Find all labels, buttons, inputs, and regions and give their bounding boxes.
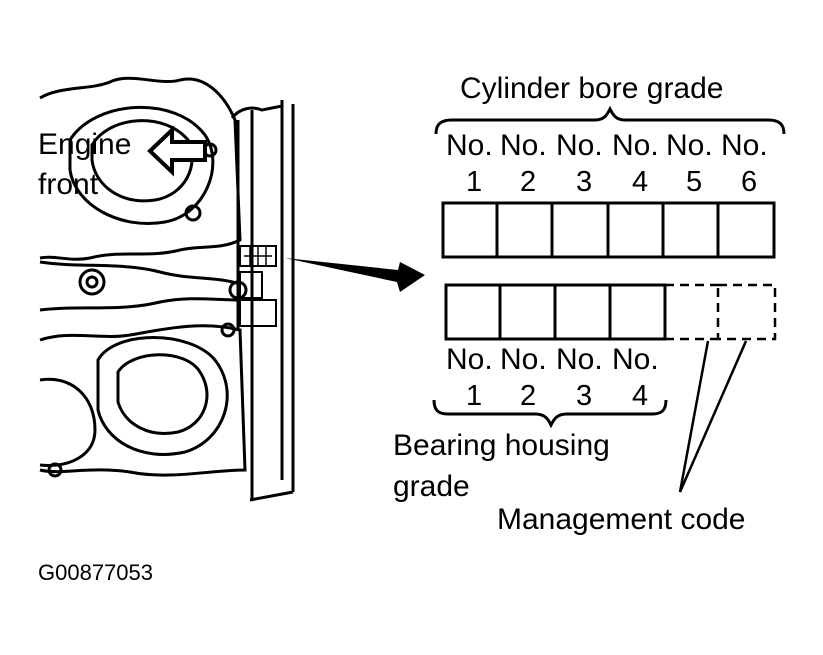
bearing-grade-box-1 [444, 283, 502, 341]
bearing-grade-no-label: No. [612, 343, 659, 376]
bearing-grade-box-4 [608, 283, 667, 341]
cylinder-bore-brace [434, 105, 786, 135]
engine-front-arrow [147, 125, 207, 177]
bearing-housing-grade-title-line-2: grade [393, 470, 470, 503]
engine-label-line-1: Engine [38, 128, 132, 161]
bore-grade-number-4: 4 [632, 166, 649, 198]
bearing-grade-no-label: No. [500, 343, 547, 376]
management-code-leaders [678, 340, 748, 493]
bearing-grade-number-2: 2 [520, 380, 537, 412]
bore-grade-box-2 [495, 201, 554, 259]
bearing-housing-grade-boxes [444, 283, 667, 341]
management-code-box-1 [665, 283, 718, 341]
bearing-grade-number-3: 3 [576, 380, 593, 412]
bore-grade-no-label: No. [612, 129, 659, 162]
bore-grade-no-label: No. [446, 129, 493, 162]
figure-id: G00877053 [38, 560, 153, 585]
management-code-label: Management code [497, 503, 746, 536]
bearing-grade-no-label: No. [446, 343, 493, 376]
bore-grade-number-3: 3 [576, 166, 593, 198]
bore-grade-number-1: 1 [466, 166, 483, 198]
management-code-boxes [665, 283, 777, 341]
bearing-housing-brace [432, 399, 668, 429]
engine-block-illustration [39, 76, 295, 502]
bearing-grade-box-3 [553, 283, 612, 341]
bore-grade-no-label: No. [500, 129, 547, 162]
engine-label-line-2: front [38, 168, 99, 201]
management-code-box-2 [716, 283, 777, 341]
bearing-grade-no-label: No. [556, 343, 603, 376]
bearing-grade-number-4: 4 [632, 380, 649, 412]
bearing-grade-box-2 [498, 283, 557, 341]
bore-grade-box-6 [716, 201, 776, 259]
bore-grade-number-6: 6 [741, 166, 758, 198]
cylinder-bore-grade-boxes [441, 201, 776, 259]
bearing-housing-grade-title-line-1: Bearing housing [393, 429, 610, 462]
bore-grade-number-2: 2 [520, 166, 537, 198]
bore-grade-box-5 [661, 201, 720, 259]
bore-grade-number-5: 5 [686, 166, 703, 198]
cylinder-bore-grade-title: Cylinder bore grade [460, 72, 724, 105]
bore-grade-box-1 [441, 201, 499, 259]
bore-grade-no-label: No. [666, 129, 713, 162]
pointer-arrow [285, 258, 425, 292]
bore-grade-box-4 [606, 201, 665, 259]
bore-grade-no-label: No. [721, 129, 768, 162]
bore-grade-no-label: No. [556, 129, 603, 162]
bearing-grade-number-1: 1 [466, 380, 483, 412]
bore-grade-box-3 [550, 201, 610, 259]
